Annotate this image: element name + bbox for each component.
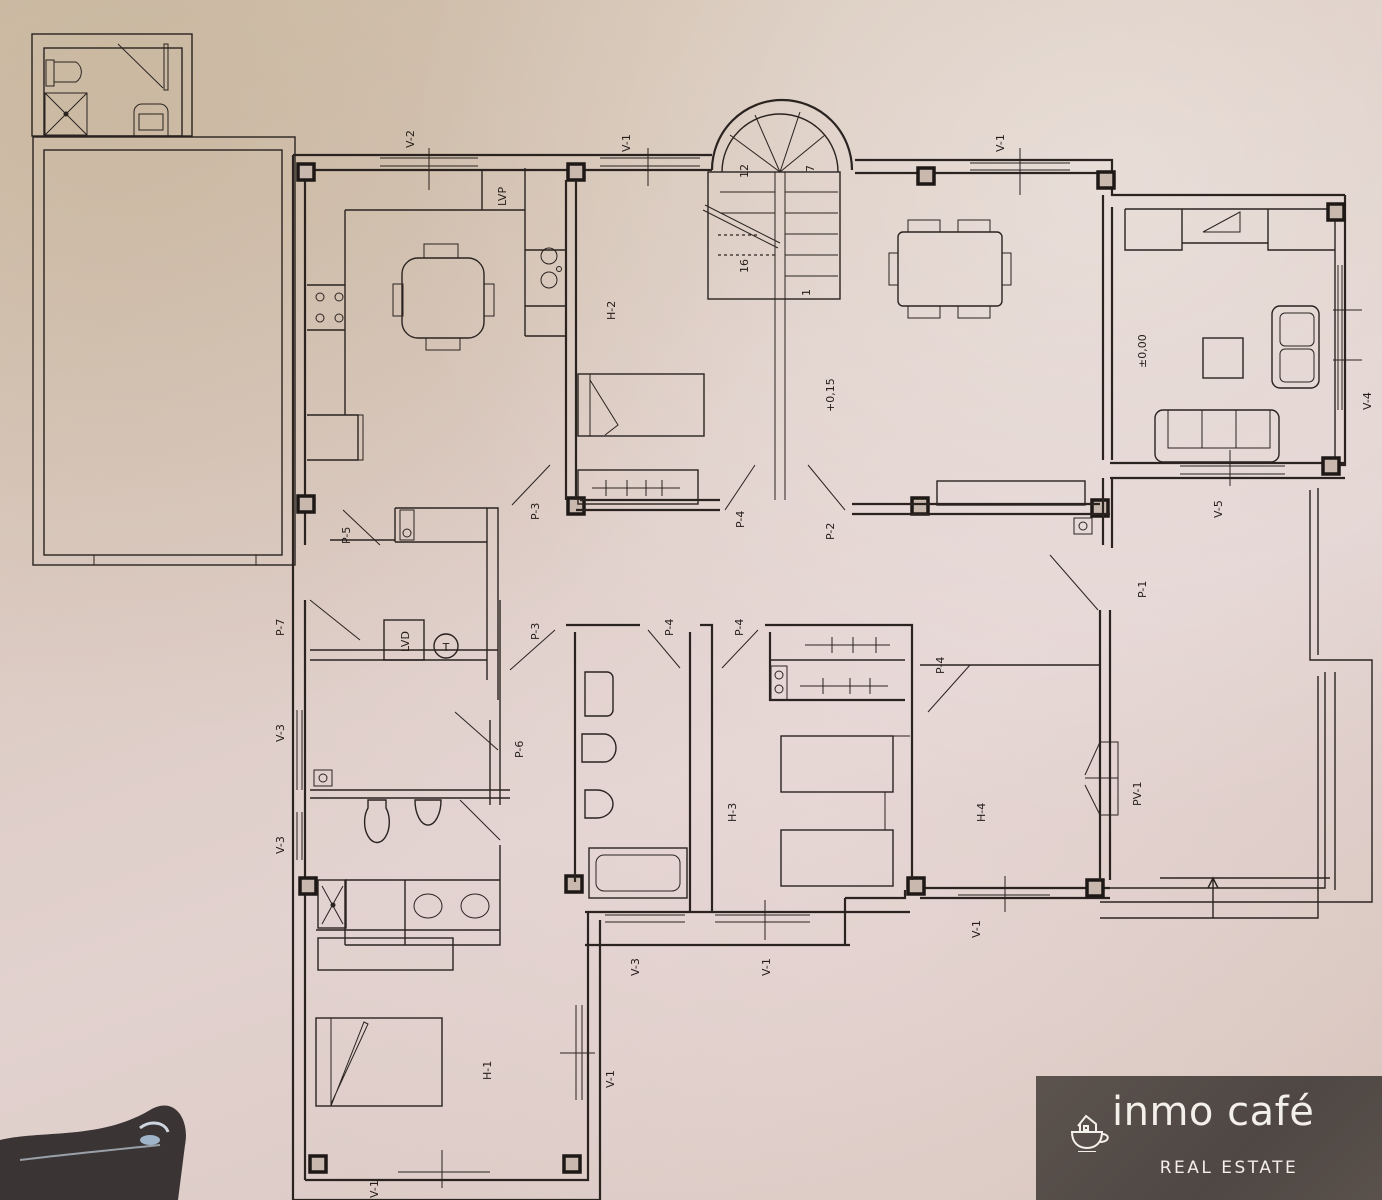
window-label-v1-h1-side: V-1 <box>604 1070 617 1088</box>
stair-number-7: 7 <box>804 165 817 172</box>
window-label-v1-h3: V-1 <box>760 958 773 976</box>
room-labels: H-2 H-3 H-4 H-1 ±0,00 +0,15 LVP LVD T 12… <box>399 164 1149 1080</box>
bathtub-icon <box>588 847 688 899</box>
door-swings <box>309 464 1119 841</box>
door-label-p2: P-2 <box>824 523 837 540</box>
dining-table-icon <box>392 243 495 351</box>
level-label-living: ±0,00 <box>1136 334 1149 368</box>
bedroom-h1 <box>315 1017 443 1107</box>
door-label-p3-kitchen: P-3 <box>529 503 542 520</box>
window-label-v1-h4: V-1 <box>970 920 983 938</box>
window-label-v3-bath2: V-3 <box>629 958 642 976</box>
window-label-v1-h2: V-1 <box>620 134 633 152</box>
stove-icon <box>315 292 344 323</box>
sink-icon <box>133 103 169 137</box>
door-label-p6: P-6 <box>513 741 526 758</box>
sofa-icon <box>1154 409 1280 463</box>
room-label-h3: H-3 <box>726 803 739 822</box>
door-labels: P-5 P-7 P-3 P-3 P-4 P-2 P-1 P-6 P-4 P-4 … <box>274 503 1149 806</box>
bidet-icon <box>584 789 614 819</box>
dining-area <box>888 219 1086 506</box>
outer-walls <box>291 153 1373 1200</box>
shower-icon <box>44 92 88 136</box>
sink-icon <box>584 671 614 717</box>
bidet-icon <box>414 799 442 826</box>
fixture-label-lvd: LVD <box>399 631 412 652</box>
toilet-icon <box>363 799 390 844</box>
bedroom-h3 <box>770 637 910 887</box>
interior-walls <box>310 180 1114 946</box>
figurine-object <box>0 1105 186 1200</box>
door-label-p3-laundry: P-3 <box>529 623 542 640</box>
bathroom-1 <box>317 799 490 971</box>
garage-annex <box>31 33 296 566</box>
fixture-label-lvp: LVP <box>496 187 509 206</box>
window-label-v3-bath: V-3 <box>274 836 287 854</box>
door-label-pv1: PV-1 <box>1131 782 1144 806</box>
bathroom-2 <box>581 671 688 899</box>
window-label-v4: V-4 <box>1361 392 1374 410</box>
bedroom-h2 <box>577 373 705 505</box>
stair-number-1: 1 <box>800 289 813 296</box>
brand-tagline: REAL ESTATE <box>1159 1158 1299 1178</box>
fixture-label-water-heater: T <box>442 641 450 654</box>
window-label-v3-laundry: V-3 <box>274 724 287 742</box>
window-label-v1-dining: V-1 <box>994 134 1007 152</box>
door-label-p1: P-1 <box>1136 581 1149 598</box>
kitchen <box>307 168 566 461</box>
kitchen-sink-icon <box>540 247 562 289</box>
brand-name: inmo café <box>1112 1089 1315 1135</box>
windows <box>296 148 1362 1188</box>
window-label-v1-h1-bottom: V-1 <box>368 1180 381 1198</box>
entrance-arrow-icon <box>1160 876 1330 918</box>
door-label-p5: P-5 <box>340 527 353 544</box>
living-room <box>1124 209 1335 463</box>
window-labels: V-2 V-1 V-1 V-4 V-5 V-3 V-3 V-3 V-1 V-1 … <box>274 130 1374 1198</box>
house-in-coffee-cup-icon <box>1070 1114 1109 1152</box>
armchair-sofa-icon <box>1271 305 1320 389</box>
door-label-p4-h2: P-4 <box>734 511 747 528</box>
room-label-h1: H-1 <box>481 1061 494 1080</box>
toilet-icon <box>581 733 617 763</box>
stair-number-12: 12 <box>738 164 751 178</box>
watermark-logo: inmo café REAL ESTATE <box>1036 1076 1382 1200</box>
room-label-h4: H-4 <box>975 803 988 822</box>
level-label-hall: +0,15 <box>824 378 837 412</box>
spiral-staircase <box>702 98 854 500</box>
door-label-p4-h3: P-4 <box>733 619 746 636</box>
fireplace-icon <box>1202 211 1241 233</box>
window-label-v2: V-2 <box>404 130 417 148</box>
structural-columns <box>296 162 1346 1174</box>
coffee-table-icon <box>1202 337 1244 379</box>
door-label-p4-h4: P-4 <box>934 657 947 674</box>
room-label-h2: H-2 <box>605 301 618 320</box>
door-label-p7: P-7 <box>274 619 287 636</box>
window-label-v5: V-5 <box>1212 500 1225 518</box>
door-label-p4-bath: P-4 <box>663 619 676 636</box>
stair-number-16: 16 <box>738 259 751 273</box>
laundry-fixtures <box>313 509 1093 787</box>
toilet-icon <box>45 59 82 87</box>
